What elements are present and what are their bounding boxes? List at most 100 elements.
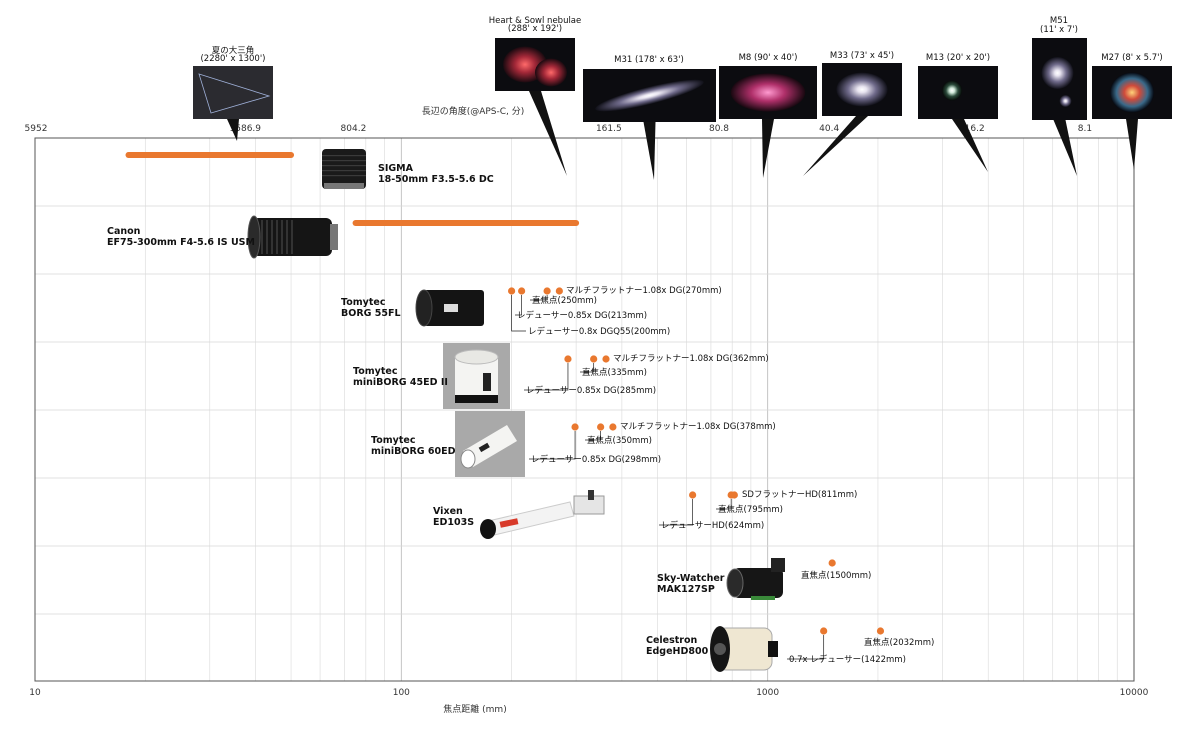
callout-pointer [1053, 120, 1077, 176]
tube-body [733, 568, 783, 598]
focal-point-label: 直焦点(1500mm) [801, 570, 871, 581]
x-tick-label: 1000 [756, 688, 779, 698]
tube-front [415, 289, 433, 327]
target-5: M33 (73' x 45') [803, 51, 902, 176]
mak127sp-photo [726, 558, 785, 600]
focal-point [689, 491, 697, 499]
focal-point [543, 287, 551, 295]
top-tick-label: 5952 [25, 124, 48, 134]
focal-point [597, 423, 605, 431]
cluster-shape [942, 80, 962, 101]
instrument-name: SIGMA [378, 163, 414, 174]
nebula-shape [730, 73, 806, 112]
visual-back [768, 641, 778, 657]
focal-point [820, 627, 828, 635]
focal-point [609, 423, 617, 431]
lens-ring [276, 220, 278, 254]
target-size: (11' x 7') [1040, 25, 1078, 35]
focal-point-label: SDフラットナーHD(811mm) [742, 490, 857, 500]
focal-point-label: レデューサー0.85x DG(298mm) [531, 454, 661, 465]
tube-body [483, 501, 575, 537]
lens-ring [286, 220, 288, 254]
instrument-name: MAK127SP [657, 584, 715, 595]
top-tick-label: 80.8 [709, 124, 729, 134]
lens-ring [322, 155, 366, 157]
instrument-name: miniBORG 45ED II [353, 377, 448, 388]
focal-point-label: レデューサー0.8x DGQ55(200mm) [528, 326, 670, 337]
target-name: M27 (8' x 5.7') [1101, 53, 1163, 63]
instrument-name: ED103S [433, 517, 474, 528]
callout-pointer [529, 91, 567, 176]
focal-point-label: 直焦点(250mm) [532, 295, 597, 306]
focal-point [730, 491, 738, 499]
top-tick-label: 40.4 [819, 124, 839, 134]
instrument-name: miniBORG 60ED [371, 446, 456, 457]
tube-front [460, 449, 476, 469]
target-name: 夏の大三角 [212, 45, 255, 56]
target-8: M27 (8' x 5.7') [1092, 53, 1172, 170]
target-2: Heart & Sowl nebulae(288' x 192') [489, 16, 582, 176]
instrument-name: Celestron [646, 635, 698, 646]
top-tick-label: 804.2 [341, 124, 367, 134]
focal-point [518, 287, 526, 295]
target-name: M51 [1050, 16, 1068, 26]
leader-line [787, 635, 825, 660]
tube-front [726, 568, 744, 598]
lens-ring [281, 220, 283, 254]
x-tick-label: 10 [29, 688, 41, 698]
target-name: Heart & Sowl nebulae [489, 16, 582, 26]
lens-mount [324, 183, 364, 189]
instrument-name: Tomytec [353, 366, 397, 377]
focal-point-label: マルチフラットナー1.08x DG(378mm) [620, 422, 776, 432]
grid [35, 138, 1134, 681]
tube-logo [478, 442, 490, 453]
focuser-knob [588, 490, 594, 500]
focal-point-label: レデューサー0.85x DG(285mm) [526, 385, 656, 396]
nebula-shape [535, 58, 567, 87]
target-3: M31 (178' x 63') [583, 55, 716, 180]
miniborg45-photo [443, 343, 510, 409]
tube-label [444, 304, 458, 312]
vixen-ed103s-photo [480, 490, 605, 539]
focal-point-label: 0.7x レデューサー(1422mm) [789, 654, 906, 665]
instrument-name: Tomytec [341, 297, 385, 308]
lens-ring [266, 220, 268, 254]
instrument-name: 18-50mm F3.5-5.6 DC [378, 174, 494, 185]
target-size: (2280' x 1300') [200, 54, 265, 64]
focal-point [571, 423, 579, 431]
focal-point-label: 直焦点(795mm) [718, 504, 783, 515]
target-name: M13 (20' x 20') [926, 53, 990, 63]
starfield [193, 66, 273, 119]
focal-point [508, 287, 516, 295]
target-6: M13 (20' x 20') [918, 53, 998, 172]
x-tick-label: 10000 [1120, 688, 1149, 698]
galaxy-shape [836, 72, 888, 107]
focal-point [602, 355, 610, 363]
lens-ring [322, 170, 366, 172]
nebula-shape [1110, 72, 1154, 113]
leader-line [511, 295, 526, 332]
callout-pointer [1126, 119, 1138, 170]
target-name: M8 (90' x 40') [739, 53, 798, 63]
galaxy-shape [1041, 57, 1074, 89]
target-7: M51(11' x 7') [1032, 16, 1087, 176]
top-tick-label: 8.1 [1078, 124, 1092, 134]
target-name: M31 (178' x 63') [614, 55, 684, 65]
callout-pointer [803, 116, 868, 176]
lens-ring [322, 160, 366, 162]
tube-top [454, 349, 499, 365]
target-thumbnails: 夏の大三角(2280' x 1300') Heart & Sowl nebulae… [193, 16, 1172, 180]
canon-lens-photo [247, 215, 338, 259]
tube-front [480, 519, 496, 539]
callout-pointer [762, 119, 774, 178]
leader-line [524, 363, 569, 391]
tube-logo [499, 518, 519, 528]
